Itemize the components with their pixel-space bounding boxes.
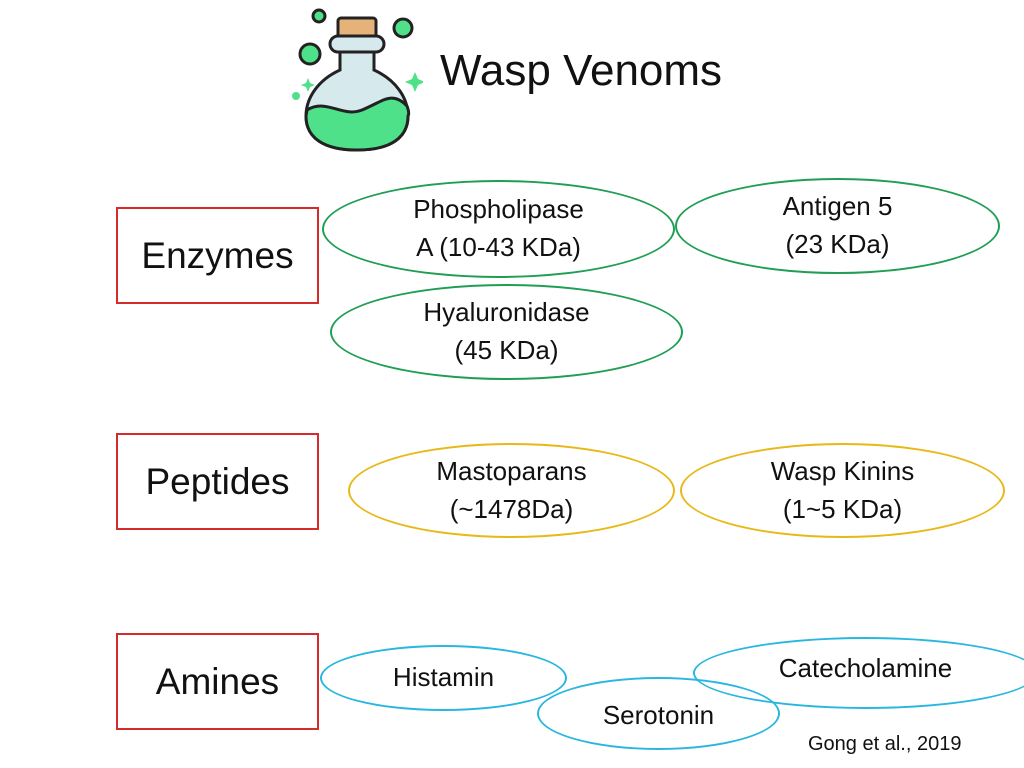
item-mass: (1~5 KDa) (782, 493, 903, 524)
item-hyaluronidase: Hyaluronidase (45 KDa) (330, 284, 683, 380)
potion-flask-icon (292, 8, 423, 152)
category-peptides: Peptides (116, 433, 319, 530)
item-name: Antigen 5 (782, 191, 893, 222)
item-serotonin: Serotonin (537, 677, 780, 750)
item-mass: (45 KDa) (454, 335, 559, 365)
item-name: Mastoparans (436, 455, 587, 486)
item-name: Wasp Kinins (770, 455, 915, 486)
item-wasp-kinins: Wasp Kinins (1~5 KDa) (680, 443, 1005, 538)
item-name: Phospholipase (413, 194, 584, 225)
citation: Gong et al., 2019 (808, 733, 962, 755)
item-name: Hyaluronidase (423, 297, 590, 328)
item-mass: A (10-43 KDa) (416, 232, 581, 262)
item-mass: (23 KDa) (785, 229, 890, 259)
item-histamin: Histamin (320, 645, 567, 711)
item-antigen5: Antigen 5 (23 KDa) (675, 178, 1000, 274)
item-name: Histamin (392, 662, 495, 693)
item-mass: (~1478Da) (449, 493, 574, 524)
category-enzymes: Enzymes (116, 207, 319, 304)
item-catecholamine: Catecholamine (693, 637, 1024, 709)
item-name: Serotonin (602, 699, 715, 730)
item-name: Catecholamine (778, 653, 953, 684)
item-mastoparans: Mastoparans (~1478Da) (348, 443, 675, 538)
page-title: Wasp Venoms (440, 46, 723, 95)
item-phospholipase: Phospholipase A (10-43 KDa) (322, 180, 675, 278)
category-amines: Amines (116, 633, 319, 730)
